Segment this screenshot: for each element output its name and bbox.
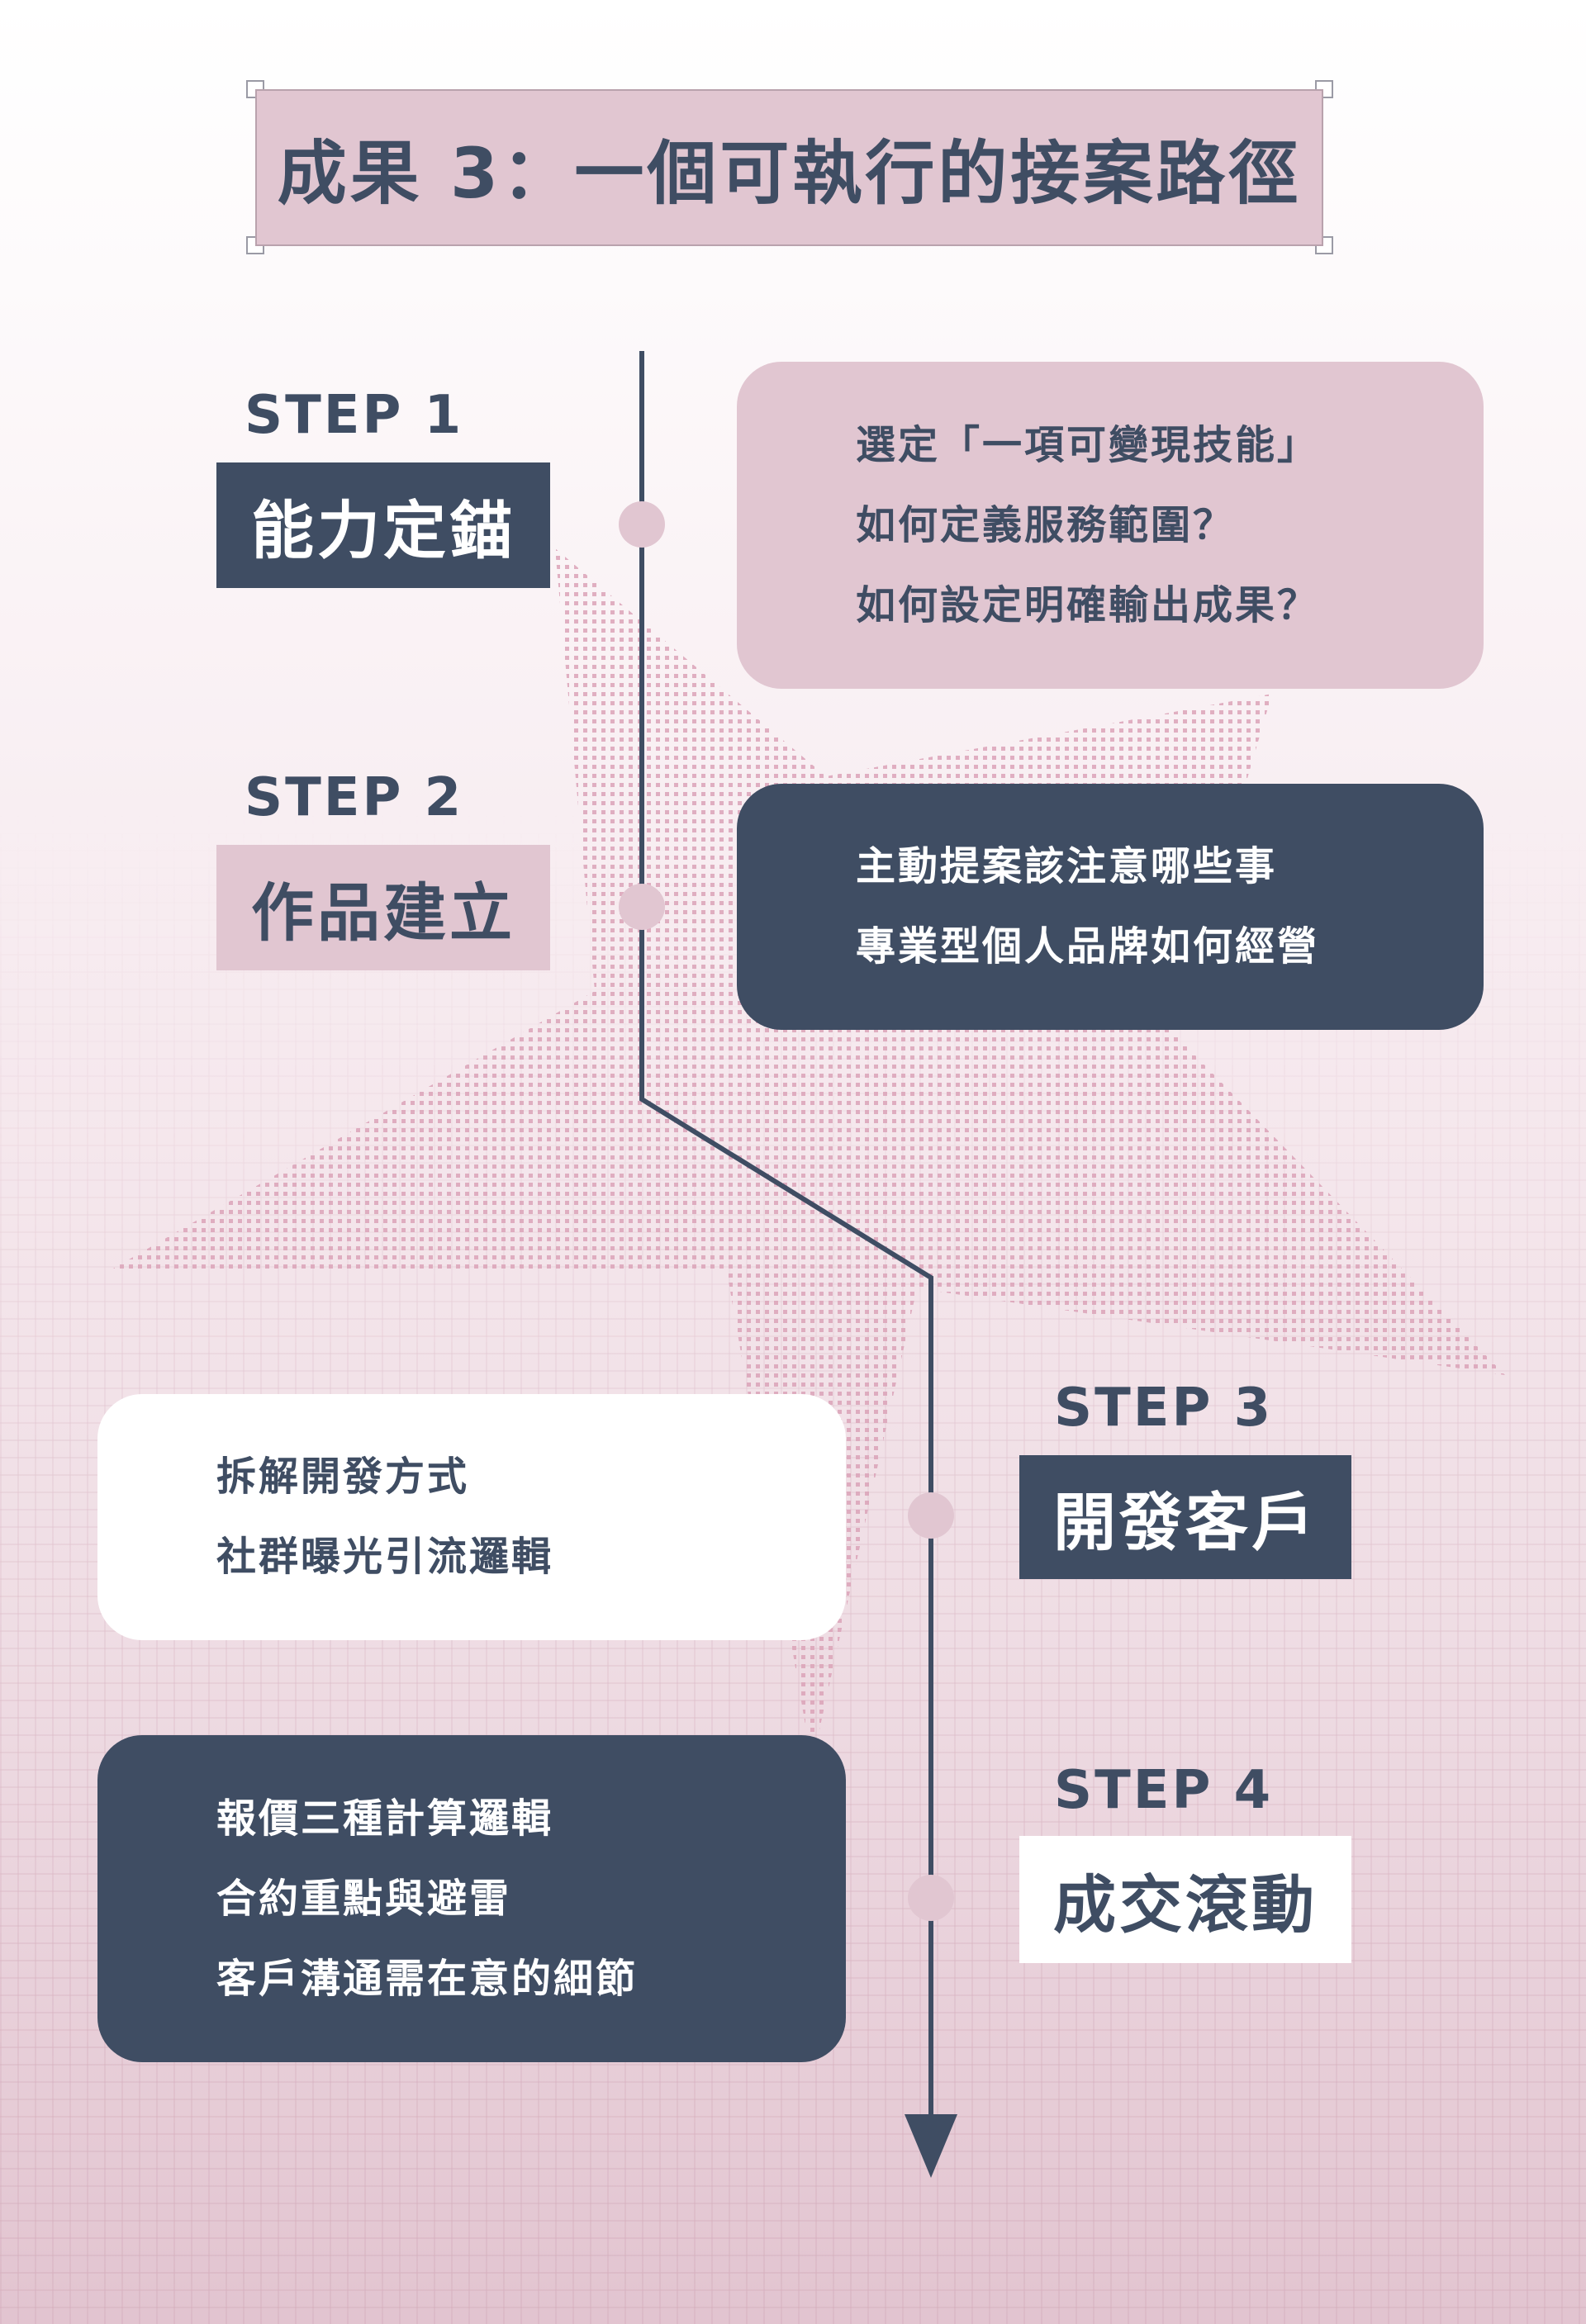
step-3-card: 拆解開發方式 社群曝光引流邏輯 [97,1394,846,1640]
step-4-heading: STEP 4 [1054,1760,1274,1821]
step-4-dot [908,1875,954,1921]
step-2-heading: STEP 2 [245,767,464,828]
step-4-label: 成交滾動 [1019,1836,1351,1963]
card-item: 選定「一項可變現技能」 [856,421,1320,468]
step-1-card: 選定「一項可變現技能」 如何定義服務範圍？ 如何設定明確輸出成果？ [737,362,1484,689]
card-item: 如何定義服務範圍？ [856,501,1236,548]
card-item: 拆解開發方式 [216,1454,470,1500]
page-title: 成果 3：一個可執行的接案路徑 [277,132,1302,214]
card-item: 客戶溝通需在意的細節 [216,1955,639,2002]
card-item: 社群曝光引流邏輯 [216,1534,554,1580]
card-item: 專業型個人品牌如何經營 [856,923,1320,970]
step-1-heading: STEP 1 [245,385,464,446]
step-4-card: 報價三種計算邏輯 合約重點與避雷 客戶溝通需在意的細節 [97,1735,846,2062]
step-3-label: 開發客戶 [1019,1455,1351,1579]
card-item: 合約重點與避雷 [216,1875,512,1922]
step-2-card: 主動提案該注意哪些事 專業型個人品牌如何經營 [737,784,1484,1030]
arrow-head-icon [905,2114,957,2178]
card-item: 報價三種計算邏輯 [216,1795,554,1842]
step-3-dot [908,1492,954,1539]
title-box[interactable]: 成果 3：一個可執行的接案路徑 [255,89,1323,246]
timeline-path [639,351,933,2147]
step-2-label: 作品建立 [216,845,550,970]
step-1-label: 能力定錨 [216,462,550,588]
card-item: 主動提案該注意哪些事 [856,843,1278,889]
step-3-heading: STEP 3 [1054,1378,1274,1439]
step-2-dot [619,884,665,930]
card-item: 如何設定明確輸出成果？ [856,581,1320,628]
step-1-dot [619,501,665,548]
